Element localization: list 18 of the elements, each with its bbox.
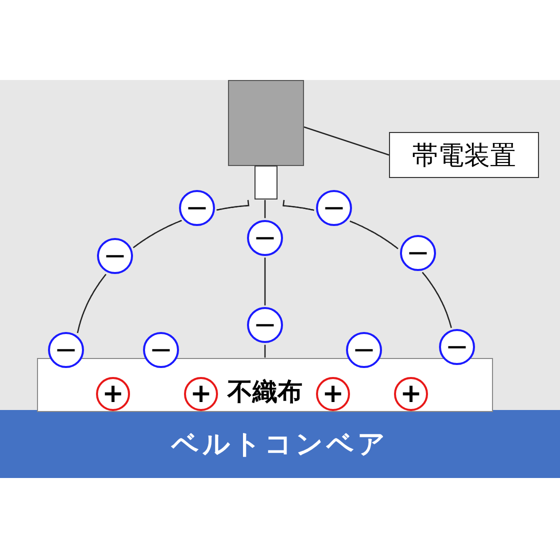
nonwoven-fabric [37, 358, 493, 412]
field-line [264, 344, 266, 358]
field-line [264, 258, 266, 306]
positive-charge: + [394, 377, 428, 411]
callout-label: 帯電装置 [389, 132, 539, 178]
field-line [216, 200, 250, 211]
field-line [282, 200, 314, 211]
field-line [76, 274, 106, 334]
charging-device-drawing [228, 80, 304, 200]
field-line [132, 220, 182, 248]
field-line [350, 220, 398, 250]
positive-charge: + [184, 377, 218, 411]
field-line [422, 272, 452, 328]
positive-charge: + [316, 377, 350, 411]
conveyor-belt: ベルトコンベア [0, 410, 560, 478]
leader-line [304, 126, 390, 156]
positive-charge: + [96, 377, 130, 411]
field-line [264, 200, 266, 218]
